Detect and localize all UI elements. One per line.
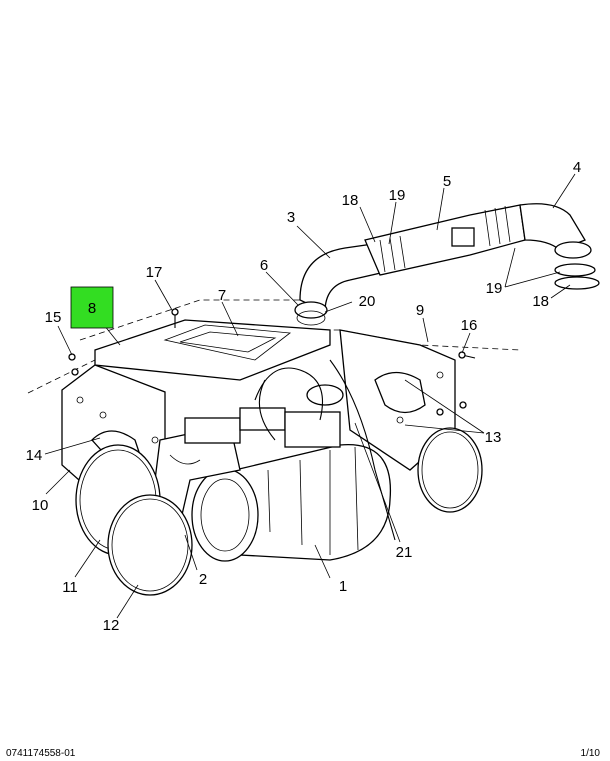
- canister-main: [191, 443, 392, 562]
- callout-21[interactable]: 21: [396, 544, 413, 561]
- bolt-17: [171, 308, 179, 328]
- callout-7[interactable]: 7: [218, 287, 226, 304]
- top-bracket: [94, 319, 331, 381]
- outlet-elbow: [519, 203, 600, 290]
- clamp-left-outer: [107, 494, 193, 596]
- bolts-13: [436, 401, 467, 416]
- callout-8[interactable]: 8: [88, 300, 96, 317]
- callout-5[interactable]: 5: [443, 173, 451, 190]
- callout-9[interactable]: 9: [416, 302, 424, 319]
- callout-12[interactable]: 12: [103, 617, 120, 634]
- drawing-number: 0741174558-01: [6, 748, 76, 759]
- bolt-15: [68, 353, 79, 376]
- right-end-plate: [339, 329, 456, 471]
- callout-14[interactable]: 14: [26, 447, 43, 464]
- bolt-16: [458, 351, 476, 359]
- callout-2[interactable]: 2: [199, 571, 207, 588]
- callout-18-lower[interactable]: 18: [532, 293, 549, 310]
- flex-pipe: [364, 204, 526, 276]
- callout-18-upper[interactable]: 18: [342, 192, 359, 209]
- callout-3[interactable]: 3: [287, 209, 295, 226]
- callout-6[interactable]: 6: [260, 257, 268, 274]
- callout-16[interactable]: 16: [461, 317, 478, 334]
- sensor-cluster: [184, 359, 396, 541]
- callout-1[interactable]: 1: [339, 578, 347, 595]
- callout-11[interactable]: 11: [62, 579, 78, 596]
- page-indicator: 1/10: [580, 748, 600, 759]
- clamp-right: [417, 427, 483, 513]
- callout-10[interactable]: 10: [32, 497, 49, 514]
- callout-15[interactable]: 15: [45, 309, 62, 326]
- callout-13[interactable]: 13: [485, 429, 502, 446]
- callout-19-upper[interactable]: 19: [389, 187, 406, 204]
- callout-19-lower[interactable]: 19: [486, 280, 503, 297]
- callout-8-highlight[interactable]: 8: [70, 286, 114, 329]
- callout-4[interactable]: 4: [573, 159, 581, 176]
- callout-17[interactable]: 17: [146, 264, 163, 281]
- callout-20[interactable]: 20: [359, 293, 376, 310]
